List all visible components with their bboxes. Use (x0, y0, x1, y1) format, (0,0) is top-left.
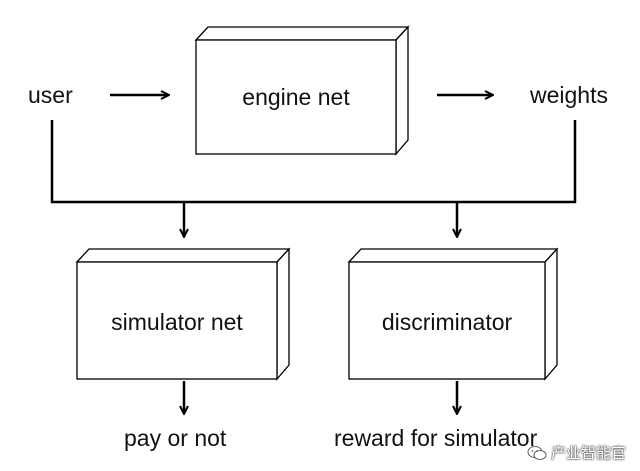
weights-label: weights (530, 82, 608, 108)
watermark: 产业智能官 (527, 442, 626, 463)
engine-net-box (194, 25, 410, 156)
simulator-net-box (75, 247, 291, 381)
watermark-text: 产业智能官 (550, 444, 626, 462)
engine-net-label: engine net (242, 84, 350, 110)
simulator-output-label: pay or not (124, 425, 227, 451)
discriminator-box (347, 247, 559, 381)
discriminator-label: discriminator (381, 309, 513, 335)
user-label: user (28, 82, 73, 108)
simulator-net-label: simulator net (111, 309, 243, 335)
wechat-icon (527, 445, 547, 460)
connector-bus (50, 120, 577, 204)
discriminator-output-label: reward for simulator (334, 425, 538, 451)
